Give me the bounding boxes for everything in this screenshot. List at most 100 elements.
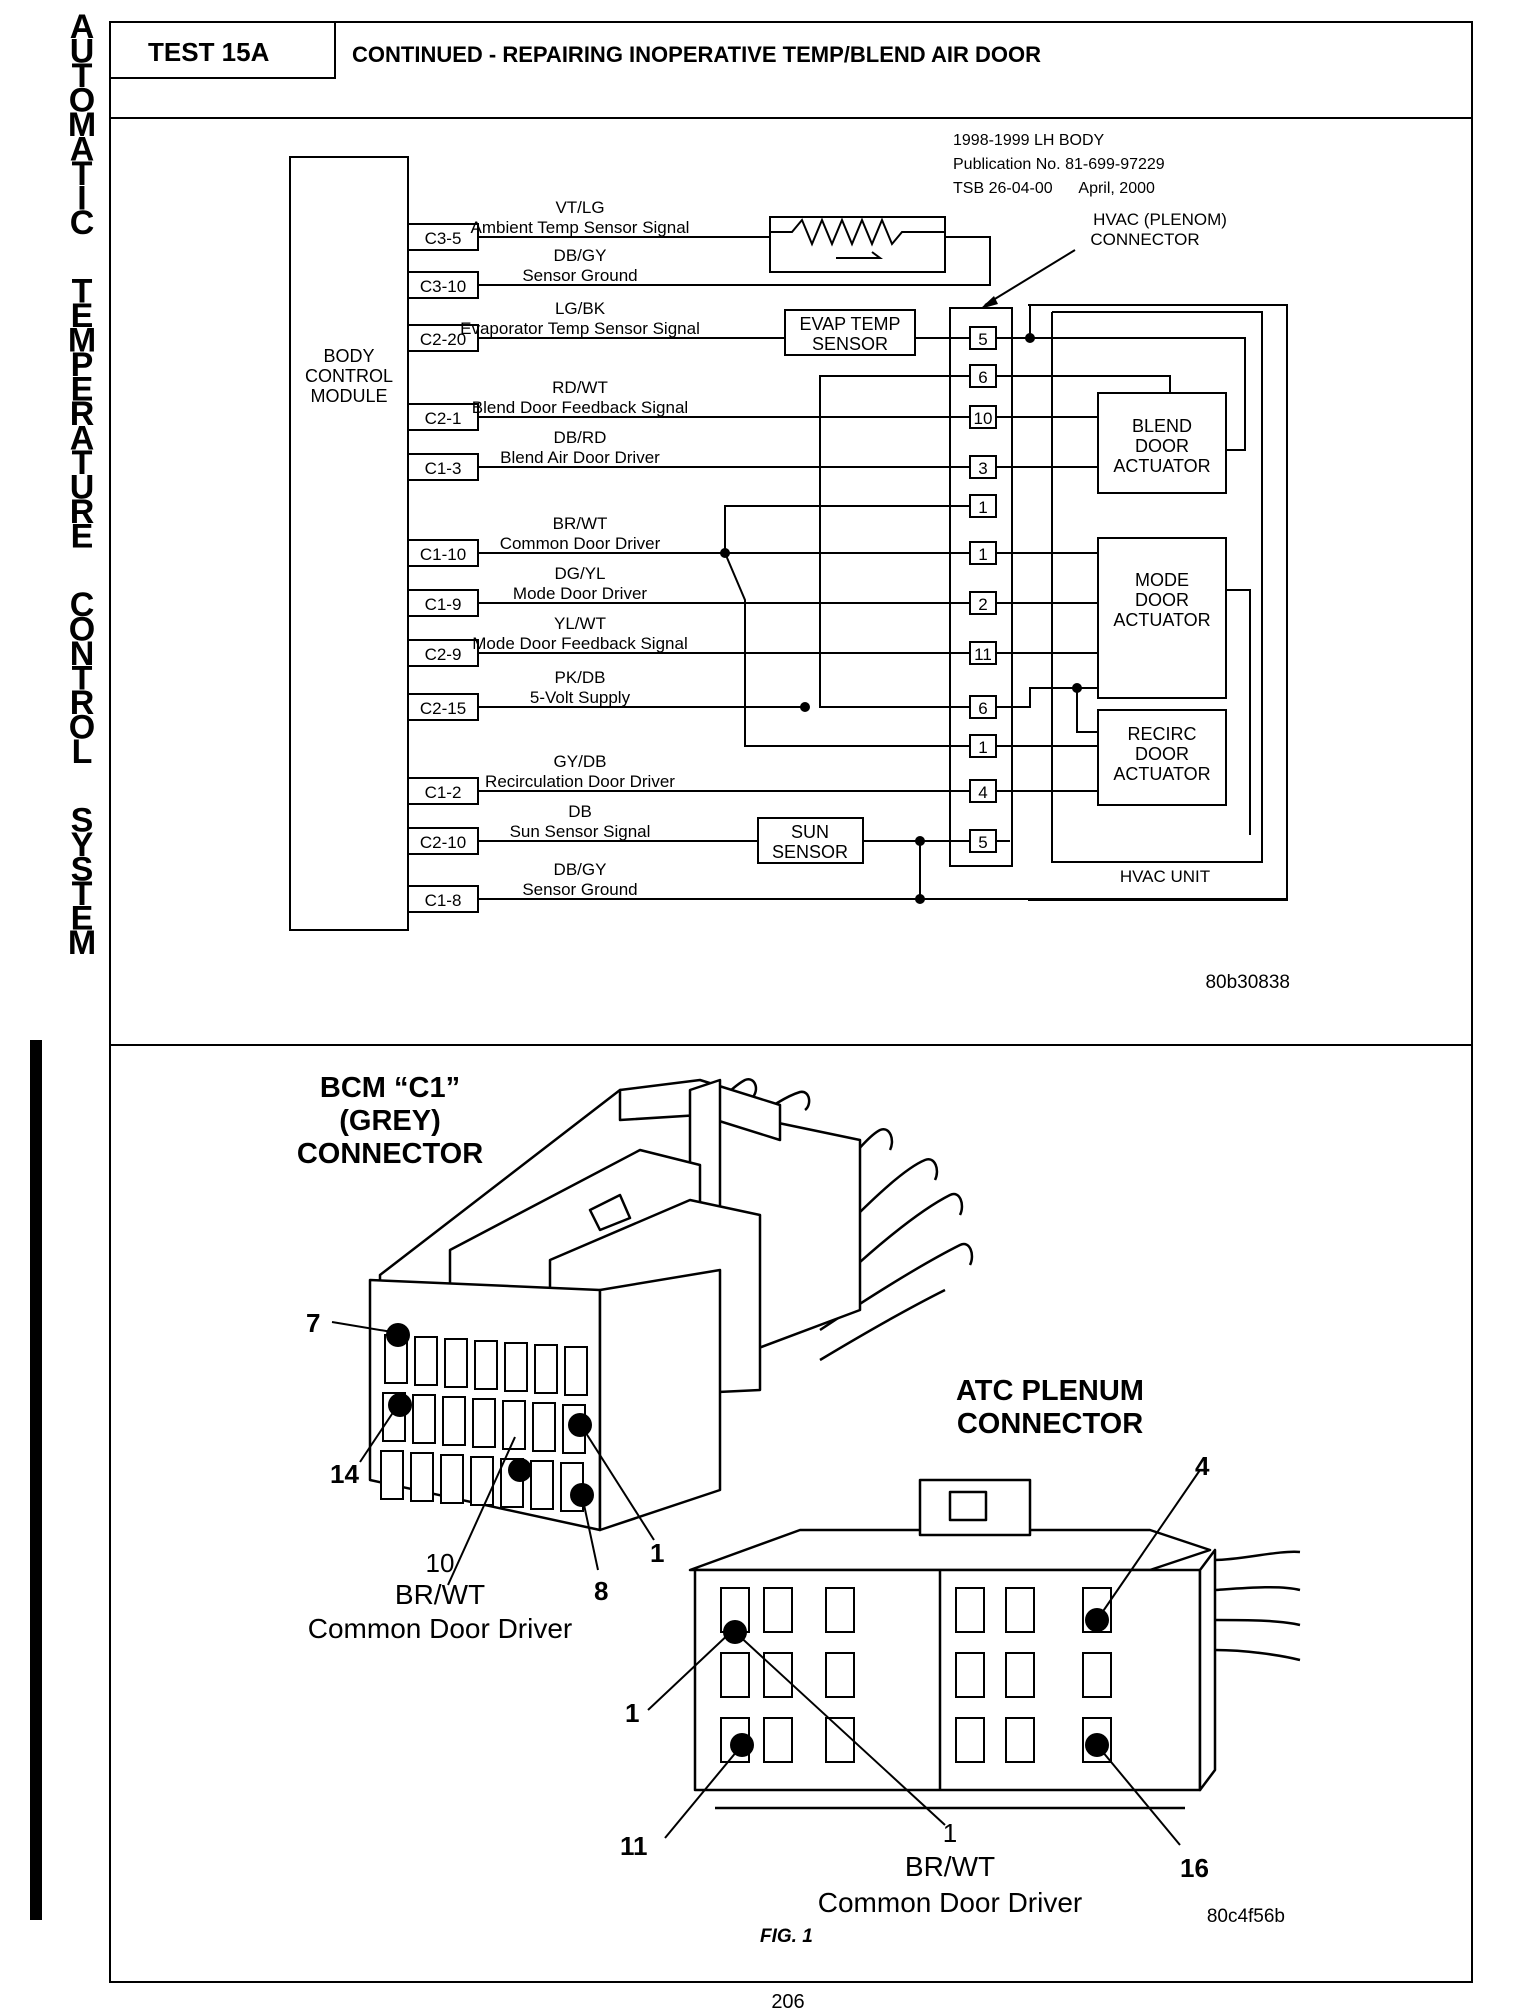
module-pin-label: C1-3 bbox=[425, 459, 462, 478]
hvac-connector-body bbox=[949, 307, 1013, 867]
bcm-pin-7: 7 bbox=[306, 1308, 320, 1338]
hvac-cavity-number: 1 bbox=[978, 498, 987, 517]
bcm-cavity bbox=[444, 1338, 468, 1388]
atc-cavity bbox=[1082, 1652, 1112, 1698]
hvac-cavity-box bbox=[969, 541, 997, 565]
publication-line2: Publication No. 81-699-97229 bbox=[953, 156, 1165, 173]
atc-side-face bbox=[1198, 1548, 1217, 1792]
blend-actuator-label-3: ACTUATOR bbox=[1113, 456, 1210, 476]
module-pin-box bbox=[407, 885, 479, 913]
bcm-pin-10: 10 bbox=[426, 1548, 455, 1578]
atc-cavity bbox=[763, 1717, 793, 1763]
bcm-pin-14: 14 bbox=[330, 1459, 359, 1489]
module-pin-label: C1-9 bbox=[425, 595, 462, 614]
wire-color-label: DB/GY bbox=[554, 246, 607, 265]
wire-color-label: GY/DB bbox=[554, 752, 607, 771]
wire-color-label: BR/WT bbox=[553, 514, 608, 533]
hvac-unit-label: HVAC UNIT bbox=[1120, 867, 1210, 886]
bcm-wire bbox=[819, 1242, 974, 1332]
recirc-actuator-label-3: ACTUATOR bbox=[1113, 764, 1210, 784]
module-label-2: CONTROL bbox=[305, 366, 393, 386]
hvac-cavity-box bbox=[969, 641, 997, 665]
circuit-name-label: Sensor Ground bbox=[522, 880, 637, 899]
circuit-wires bbox=[478, 236, 1287, 904]
wire-junction-dot bbox=[1025, 333, 1035, 343]
atc-cavity bbox=[955, 1587, 985, 1633]
page-number: 206 bbox=[771, 1991, 804, 2013]
hvac-cavity-number: 1 bbox=[978, 545, 987, 564]
wire-junction-dot bbox=[915, 894, 925, 904]
wire-color-label: PK/DB bbox=[554, 668, 605, 687]
atc-cavity bbox=[763, 1652, 793, 1698]
hvac-cavity-number: 2 bbox=[978, 595, 987, 614]
circuit-name-label: Blend Door Feedback Signal bbox=[472, 398, 688, 417]
wire-color-label: YL/WT bbox=[554, 614, 606, 633]
atc-cavity bbox=[1005, 1587, 1035, 1633]
hvac-unit-inner bbox=[1051, 311, 1263, 863]
wire-color-label: VT/LG bbox=[555, 198, 604, 217]
atc-pin-4: 4 bbox=[1195, 1451, 1210, 1481]
wire bbox=[1226, 589, 1251, 835]
recirc-actuator-label-2: DOOR bbox=[1135, 744, 1189, 764]
circuit-name-label: Sensor Ground bbox=[522, 266, 637, 285]
wire-junction-dot bbox=[720, 548, 730, 558]
bcm-pin-dot bbox=[570, 1483, 594, 1507]
atc-cavity bbox=[763, 1587, 793, 1633]
connector-arrowhead-icon bbox=[980, 296, 998, 309]
circuit-name-label: Blend Air Door Driver bbox=[500, 448, 660, 467]
module-pin-label: C2-20 bbox=[420, 330, 466, 349]
bcm-cavity bbox=[504, 1342, 528, 1392]
bcm-cavity bbox=[530, 1460, 554, 1510]
circuit-name-label: Recirculation Door Driver bbox=[485, 772, 675, 791]
wire bbox=[996, 375, 1171, 393]
mode-door-actuator bbox=[1097, 537, 1227, 699]
module-label-1: BODY bbox=[323, 346, 374, 366]
blend-door-actuator bbox=[1097, 392, 1227, 494]
atc-title-2: CONNECTOR bbox=[957, 1408, 1143, 1440]
bcm-cavity bbox=[472, 1398, 496, 1448]
hvac-cavity-number: 10 bbox=[974, 409, 993, 428]
recirc-door-actuator bbox=[1097, 709, 1227, 806]
mode-actuator-label-3: ACTUATOR bbox=[1113, 610, 1210, 630]
atc-cavity bbox=[825, 1587, 855, 1633]
bcm-pin-8: 8 bbox=[594, 1576, 608, 1606]
mode-actuator-label-2: DOOR bbox=[1135, 590, 1189, 610]
hvac-cavity-box bbox=[969, 405, 997, 429]
module-pin-label: C1-10 bbox=[420, 545, 466, 564]
hvac-cavity-box bbox=[969, 364, 997, 388]
bcm-callout-color: BR/WT bbox=[395, 1579, 485, 1610]
wire-junction-dot bbox=[800, 702, 810, 712]
module-pin-label: C1-2 bbox=[425, 783, 462, 802]
module-pin-box bbox=[407, 827, 479, 855]
wire bbox=[996, 337, 1246, 451]
atc-cavity-grid bbox=[720, 1587, 1112, 1763]
bcm-cavity bbox=[502, 1400, 526, 1450]
module-pin-box bbox=[407, 324, 479, 352]
hvac-cavity-box bbox=[969, 734, 997, 758]
circuit-name-label: Sun Sensor Signal bbox=[510, 822, 651, 841]
atc-callout-color: BR/WT bbox=[905, 1851, 995, 1882]
figure-caption: FIG. 1 bbox=[760, 1926, 813, 1947]
wire bbox=[478, 236, 991, 286]
atc-title-1: ATC PLENUM bbox=[956, 1375, 1144, 1407]
circuit-name-label: Mode Door Feedback Signal bbox=[472, 634, 687, 653]
bcm-callout-lines bbox=[331, 1321, 655, 1586]
module-pin-label: C2-15 bbox=[420, 699, 466, 718]
hvac-cavity-box bbox=[969, 779, 997, 803]
module-pin-label: C2-10 bbox=[420, 833, 466, 852]
wire bbox=[819, 375, 970, 708]
blend-actuator-label-2: DOOR bbox=[1135, 436, 1189, 456]
module-pin-box bbox=[407, 403, 479, 431]
hvac-connector-label-1: HVAC (PLENOM) bbox=[1093, 210, 1227, 229]
bcm-cavity bbox=[414, 1336, 438, 1386]
hvac-cavity-number: 5 bbox=[978, 833, 987, 852]
wire bbox=[996, 687, 1098, 733]
bcm-cavity-grid bbox=[380, 1323, 594, 1512]
hvac-cavity-box bbox=[969, 494, 997, 518]
bcm-cavity bbox=[532, 1402, 556, 1452]
